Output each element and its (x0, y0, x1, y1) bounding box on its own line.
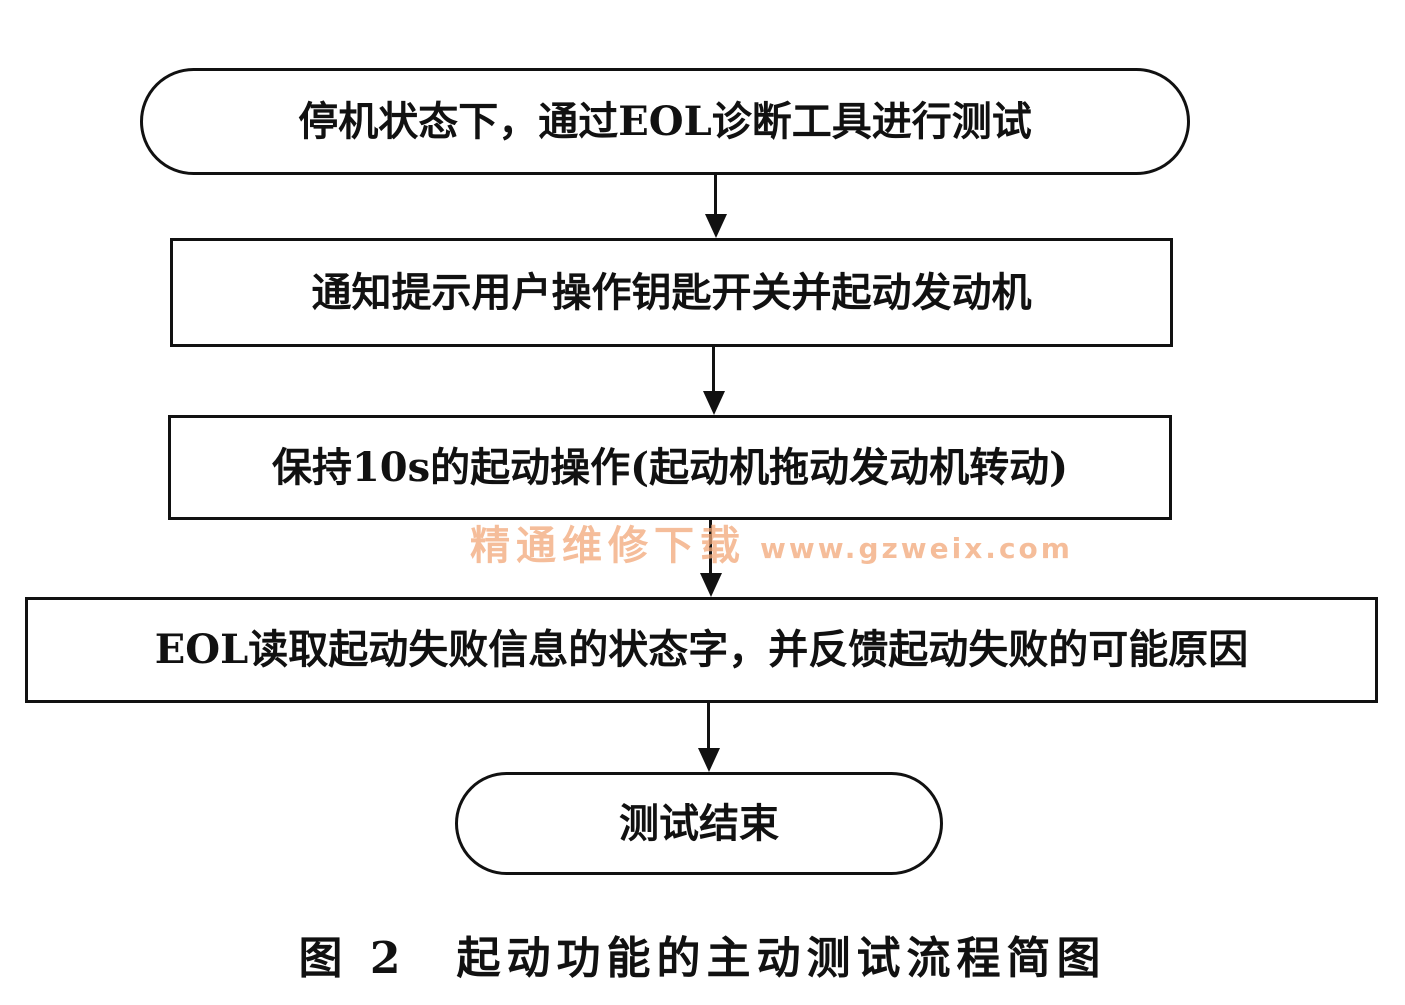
arrow-2-head (703, 391, 725, 415)
figure-caption: 图 2 起动功能的主动测试流程简图 (298, 933, 1107, 984)
end-node: 测试结束 (455, 772, 943, 875)
arrow-2 (712, 347, 715, 392)
arrow-1-head (705, 214, 727, 238)
start-node-label: 停机状态下，通过EOL诊断工具进行测试 (298, 97, 1032, 145)
arrow-1 (714, 175, 717, 215)
step-hold-start-label: 保持10s的起动操作(起动机拖动发动机转动) (271, 443, 1069, 491)
start-node: 停机状态下，通过EOL诊断工具进行测试 (140, 68, 1190, 175)
arrow-3-head (700, 573, 722, 597)
step-notify-user: 通知提示用户操作钥匙开关并起动发动机 (170, 238, 1173, 347)
arrow-3 (709, 520, 712, 574)
step-hold-start: 保持10s的起动操作(起动机拖动发动机转动) (168, 415, 1172, 520)
end-node-label: 测试结束 (619, 799, 779, 847)
step-notify-user-label: 通知提示用户操作钥匙开关并起动发动机 (311, 268, 1032, 316)
step-read-status-label: EOL读取起动失败信息的状态字，并反馈起动失败的可能原因 (154, 626, 1249, 673)
watermark-url: www.gzweix.com (760, 532, 1073, 565)
arrow-4 (707, 703, 710, 749)
step-read-status: EOL读取起动失败信息的状态字，并反馈起动失败的可能原因 (25, 597, 1378, 703)
arrow-4-head (698, 748, 720, 772)
watermark-name: 精通维修下载 (470, 523, 746, 569)
